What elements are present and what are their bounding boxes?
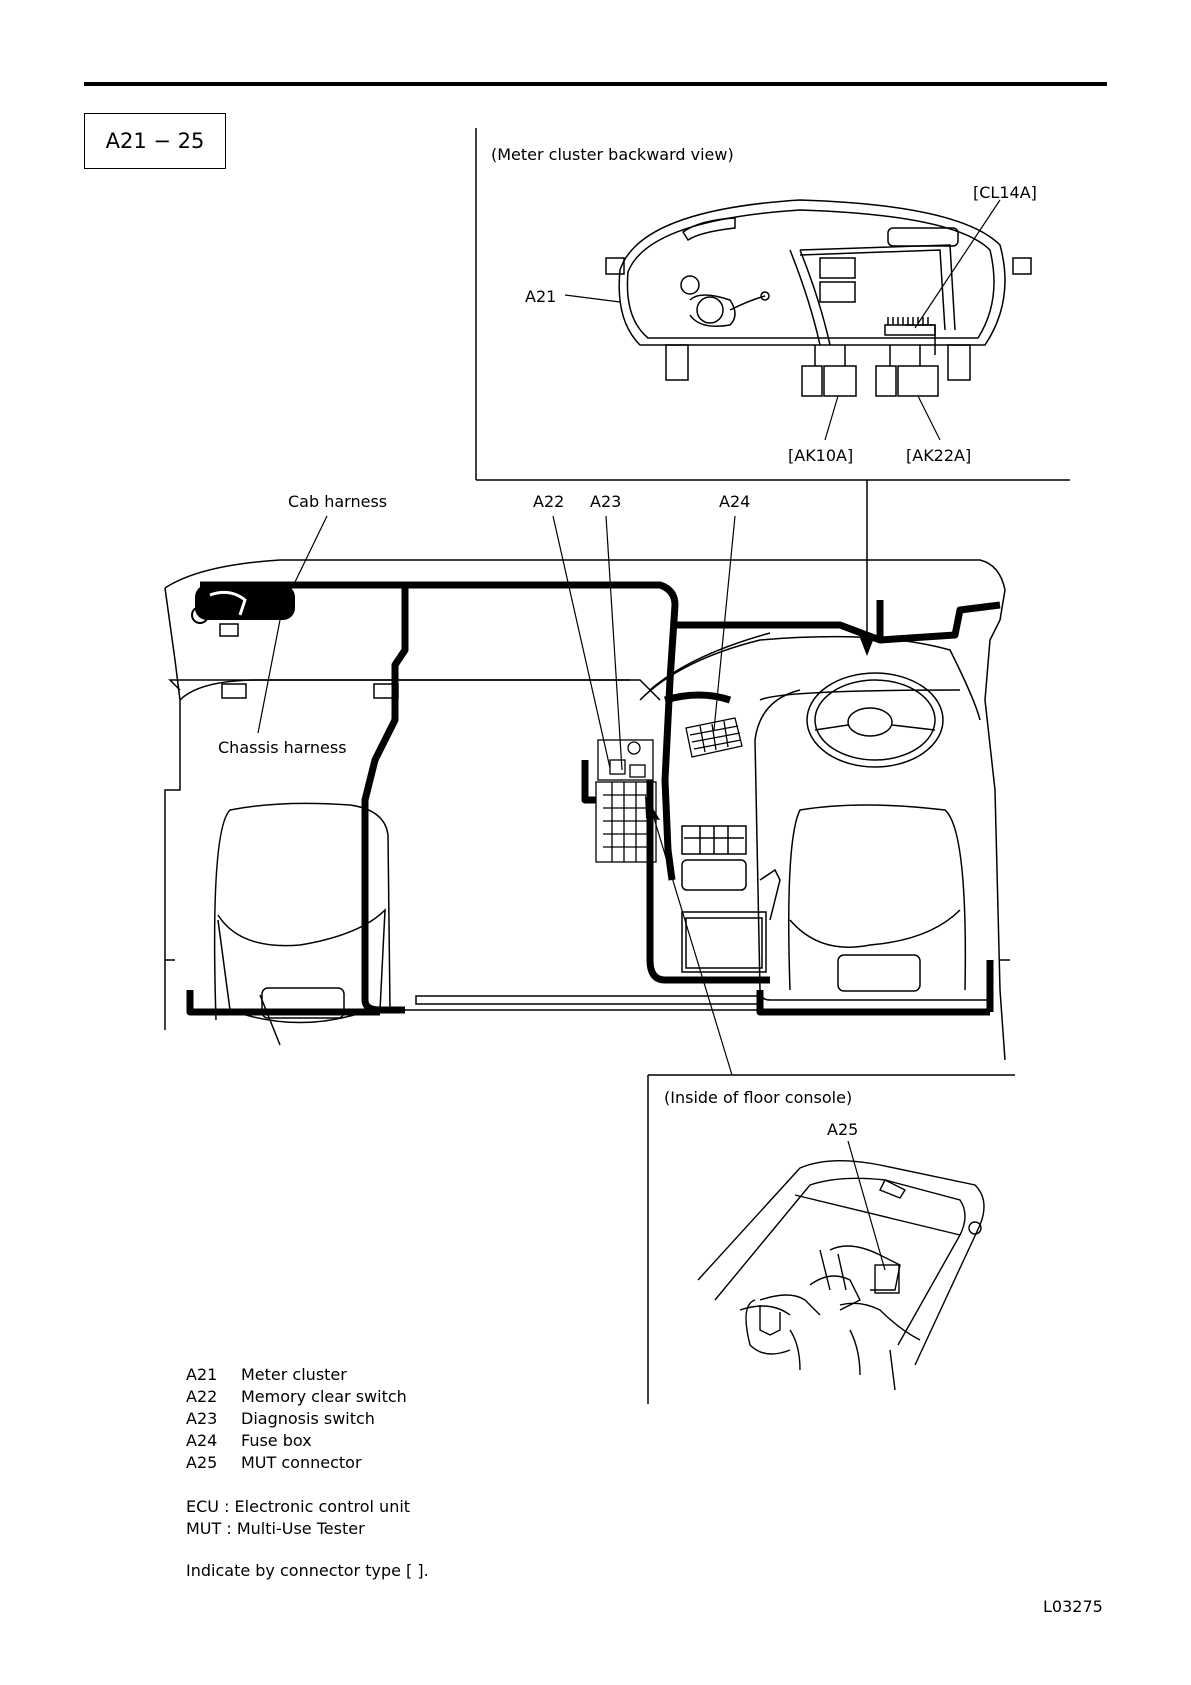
cab-harness-bundle — [191, 585, 295, 1046]
title-box: A21 − 25 — [84, 113, 226, 169]
legend-text: MUT connector — [241, 1453, 362, 1472]
legend-row: A25 MUT connector — [186, 1452, 407, 1474]
legend-text: Fuse box — [241, 1431, 312, 1450]
label-cab-harness: Cab harness — [288, 492, 388, 511]
fuse-switch-area — [595, 717, 743, 863]
label-ak22a: [AK22A] — [906, 446, 972, 465]
legend-code: A23 — [186, 1409, 218, 1428]
legend-row: A24 Fuse box — [186, 1430, 407, 1452]
console-leader — [847, 1140, 886, 1271]
abbreviation-mut: MUT : Multi-Use Tester — [186, 1519, 365, 1538]
legend-code: A21 — [186, 1365, 218, 1384]
abbreviation-ecu: ECU : Electronic control unit — [186, 1497, 411, 1516]
legend-text: Meter cluster — [241, 1365, 347, 1384]
label-chassis-harness: Chassis harness — [218, 738, 347, 757]
label-cl14a: [CL14A] — [973, 183, 1037, 202]
page-title: A21 − 25 — [105, 129, 205, 153]
meter-leaders — [564, 199, 1001, 441]
legend-text: Memory clear switch — [241, 1387, 407, 1406]
connector-note: Indicate by connector type [ ]. — [186, 1561, 429, 1580]
console-inset-frame — [647, 1074, 1015, 1404]
main-leaders — [257, 515, 736, 1076]
console-drawing — [697, 1159, 985, 1391]
abbreviations: ECU : Electronic control unit MUT : Mult… — [186, 1496, 410, 1540]
legend-row: A23 Diagnosis switch — [186, 1408, 407, 1430]
legend-text: Diagnosis switch — [241, 1409, 375, 1428]
label-a25: A25 — [827, 1120, 859, 1139]
label-ak10a: [AK10A] — [788, 446, 854, 465]
meter-inset-frame — [475, 128, 1070, 481]
meter-inset-caption: (Meter cluster backward view) — [491, 145, 734, 164]
cab-outline — [164, 559, 1010, 1061]
label-a22: A22 — [533, 492, 565, 511]
legend-code: A25 — [186, 1453, 218, 1472]
label-a24: A24 — [719, 492, 751, 511]
console-pointer-arrowhead — [645, 795, 660, 820]
label-a23: A23 — [590, 492, 622, 511]
legend-row: A22 Memory clear switch — [186, 1386, 407, 1408]
label-a21: A21 — [525, 287, 557, 306]
console-inset-caption: (Inside of floor console) — [664, 1088, 853, 1107]
harness-lines — [186, 581, 1001, 1016]
meter-cluster-drawing — [605, 199, 1032, 397]
legend-code: A22 — [186, 1387, 218, 1406]
legend-code: A24 — [186, 1431, 218, 1450]
legend: A21 Meter cluster A22 Memory clear switc… — [186, 1364, 407, 1474]
legend-row: A21 Meter cluster — [186, 1364, 407, 1386]
figure-code: L03275 — [1043, 1597, 1103, 1616]
